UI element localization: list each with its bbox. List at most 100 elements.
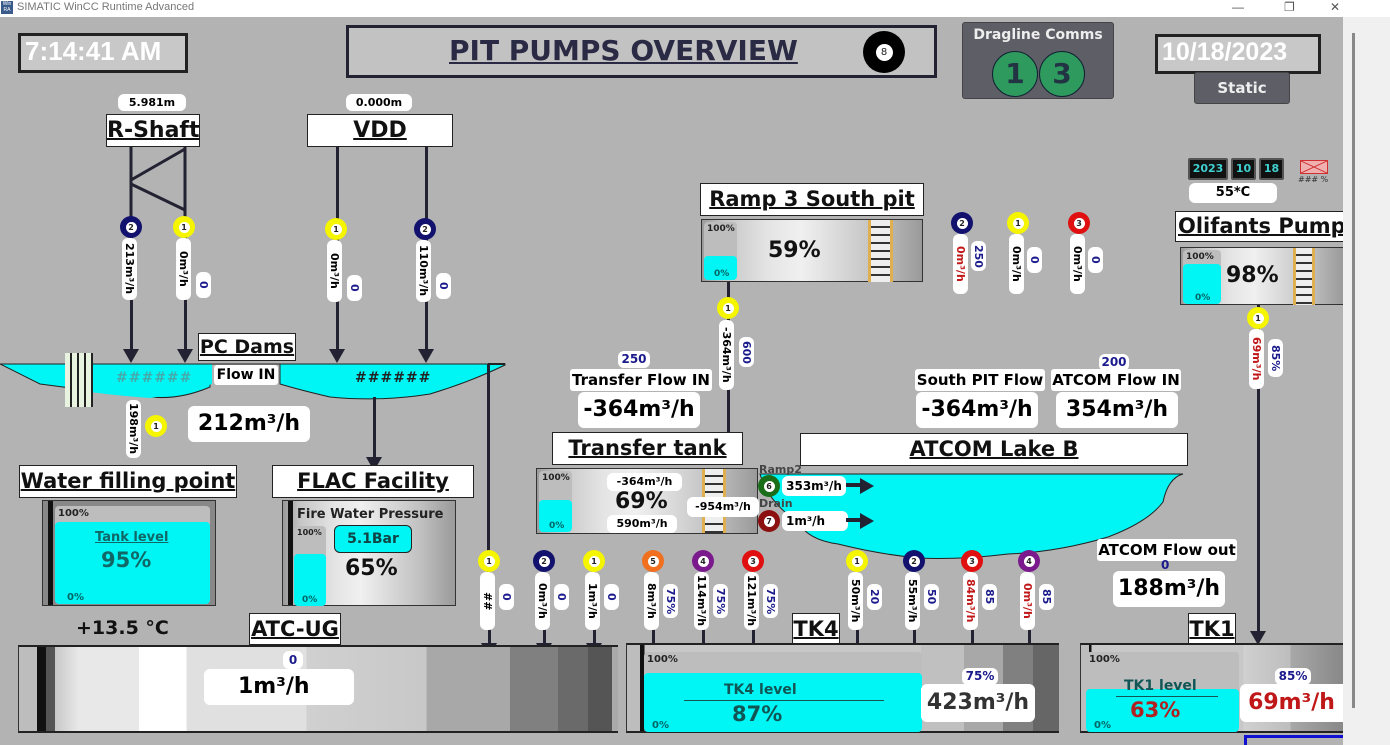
vdd-pump-2-flow: 110m³/h: [416, 240, 431, 302]
scrollbar-thumb[interactable]: [1352, 33, 1355, 708]
transfer-tank-label: Transfer tank: [552, 432, 743, 465]
scale-max: 100%: [1186, 252, 1214, 262]
flac-gauge: 100% 0%: [294, 526, 326, 606]
transfer-pump-5[interactable]: 5: [642, 550, 664, 572]
r-shaft-pump-2[interactable]: 2: [120, 216, 142, 238]
page-title-box: PIT PUMPS OVERVIEW 8: [346, 25, 937, 78]
atcom-flow-in-label: ATCOM Flow IN: [1051, 369, 1181, 391]
minimize-icon[interactable]: —: [1232, 0, 1244, 14]
ramp2-pump-6[interactable]: 6: [758, 475, 780, 497]
drain-pump-7[interactable]: 7: [758, 510, 780, 532]
transfer-pump-flow: 0m³/h: [535, 572, 550, 630]
vdd-pump-1[interactable]: 1: [325, 218, 347, 240]
r-shaft-label: R-Shaft: [106, 114, 200, 147]
atcom-lake-pump-4[interactable]: 4: [1018, 550, 1040, 572]
transfer-pump-2[interactable]: 2: [533, 550, 555, 572]
screen-number-ball[interactable]: 8: [863, 31, 905, 73]
tk1-label: TK1: [1188, 613, 1236, 645]
ramp2-label: Ramp2: [759, 463, 802, 476]
arrow-down-icon: [123, 349, 139, 363]
atc-ug-label: ATC-UG: [249, 613, 341, 645]
scale-max: 100%: [542, 473, 570, 483]
drain-flow: 1m³/h: [782, 511, 848, 531]
pc-dams-to-atcug-pipe: [487, 364, 490, 630]
r-shaft-pump-1[interactable]: 1: [173, 216, 195, 238]
scale-max: 100%: [707, 224, 735, 234]
arrow-down-icon: [418, 349, 434, 363]
dragline-comms-label: Dragline Comms: [973, 27, 1103, 43]
dragline-comms-unit-1[interactable]: 1: [992, 51, 1038, 97]
vertical-scrollbar[interactable]: [1343, 17, 1390, 745]
close-icon[interactable]: ✕: [1330, 0, 1341, 14]
olifants-pump-label: Olifants Pump: [1175, 211, 1343, 242]
maximize-icon[interactable]: ❐: [1284, 0, 1295, 14]
tk4-level-value: 87%: [732, 702, 783, 726]
r-shaft-pump-2-flow: 213m³/h: [122, 238, 137, 300]
ramp3-pump-1[interactable]: 1: [717, 297, 739, 319]
transfer-pump-setpoint: 0: [499, 584, 514, 610]
year-field: 2023: [1188, 158, 1228, 180]
page-title: PIT PUMPS OVERVIEW: [449, 34, 798, 67]
transfer-pump-setpoint: 75%: [713, 584, 728, 618]
arrow-down-icon: [329, 349, 345, 363]
vdd-pump-1-setpoint: 0: [347, 275, 362, 301]
ramp3-standby-pump-2[interactable]: 2: [951, 212, 973, 234]
south-pit-flow-value: -364m³/h: [916, 392, 1038, 428]
olifants-pipe: [1257, 305, 1260, 635]
dragline-comms-unit-3[interactable]: 3: [1039, 51, 1085, 97]
transfer-pump-flow: 121m³/h: [744, 572, 759, 630]
scale-max: 100%: [1089, 654, 1120, 665]
transfer-flow-in-label: Transfer Flow IN: [570, 369, 712, 391]
olifants-pump-1-setpoint: 85%: [1268, 339, 1283, 377]
pc-dams-gate: [65, 353, 93, 407]
transfer-pump-1[interactable]: 1: [478, 550, 500, 572]
atcom-lake-pump-flow: 50m³/h: [848, 572, 863, 630]
atcom-lake-pump-3[interactable]: 3: [961, 550, 983, 572]
water-filling-level-fill: [55, 522, 210, 604]
transfer-pump-flow: ##: [480, 572, 495, 630]
ramp3-standby-pump-1[interactable]: 1: [1007, 212, 1029, 234]
pump-number: 4: [697, 555, 709, 567]
transfer-pump-flow: 114m³/h: [694, 572, 709, 630]
pc-dams-outlet-pump[interactable]: 1: [145, 415, 167, 437]
pc-dams-flow-in-label: Flow IN: [214, 365, 278, 385]
transfer-pump-setpoint: 75%: [763, 584, 778, 618]
tank-level-value: 95%: [101, 548, 152, 572]
transfer-pump-1[interactable]: 1: [583, 550, 605, 572]
vdd-level: 0.000m: [346, 94, 412, 111]
ramp3-level-fill: [704, 256, 737, 280]
olifants-level-fill: [1183, 264, 1221, 304]
water-filling-gauge: 100% 0% Tank level 95%: [55, 506, 210, 604]
transfer-tank-ladder-flow: -954m³/h: [687, 497, 759, 517]
pc-dams-outlet-flow: 198m³/h: [126, 400, 141, 458]
transfer-pump-flow: 1m³/h: [585, 572, 600, 630]
transfer-pump-4[interactable]: 4: [692, 550, 714, 572]
transfer-pump-3[interactable]: 3: [742, 550, 764, 572]
olifants-tank: 100% 0% 98%: [1180, 247, 1343, 305]
pc-dams-water: [0, 363, 506, 400]
pc-dams-right-level: ######: [355, 370, 432, 386]
tk4-setpoint: 75%: [962, 668, 998, 685]
ramp3-standby-pump-3[interactable]: 3: [1068, 212, 1090, 234]
flac-level-value: 65%: [345, 556, 398, 581]
screen-number: 8: [875, 43, 893, 61]
scale-min: 0%: [714, 269, 730, 279]
scale-min: 0%: [652, 720, 669, 731]
olifants-pump-1[interactable]: 1: [1247, 307, 1269, 329]
vdd-pump-2[interactable]: 2: [414, 218, 436, 240]
pump-number: 4: [1023, 555, 1035, 567]
day-field: 18: [1259, 158, 1284, 180]
tank-level-label: Tank level: [95, 530, 169, 545]
transfer-tank-flow-in: -364m³/h: [607, 473, 682, 491]
atcom-lake-pump-2[interactable]: 2: [903, 550, 925, 572]
pump-number: 2: [538, 555, 550, 567]
static-button[interactable]: Static: [1194, 72, 1290, 104]
ramp3-standby-pump-2-flow: 0m³/h: [953, 234, 968, 294]
scale-min: 0%: [302, 595, 318, 605]
transfer-tank-gauge: 100% 0%: [539, 471, 572, 532]
atcom-lake-pump-1[interactable]: 1: [846, 550, 868, 572]
tk1-gauge: 100% 0% TK1 level 63%: [1086, 652, 1239, 732]
atc-ug-setpoint: 0: [283, 651, 303, 669]
